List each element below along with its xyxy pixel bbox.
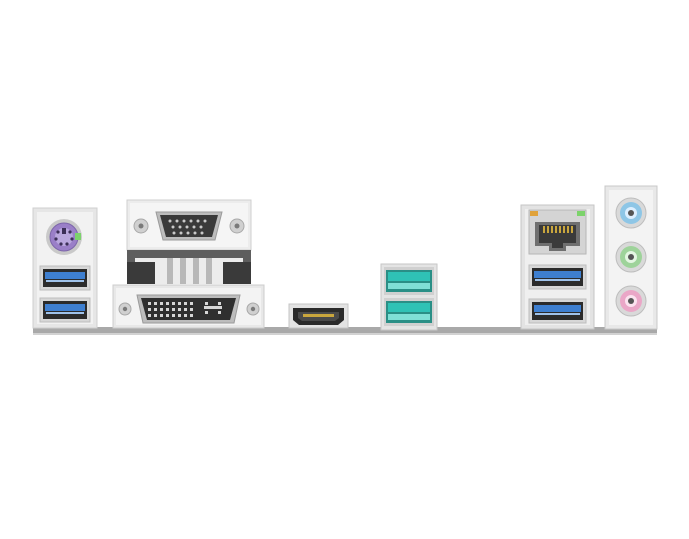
ethernet-port[interactable] [528,209,587,255]
audio-stack [604,185,658,330]
dvi-port[interactable] [112,284,265,329]
usb-port[interactable] [528,264,587,290]
usb-port[interactable] [384,298,434,326]
io-panel-base [33,327,657,333]
vga-connector-body [127,250,251,284]
hdmi-port[interactable] [288,303,349,329]
io-panel-base-shadow [33,333,657,335]
usb-port[interactable] [384,267,434,295]
usb-port[interactable] [528,298,587,324]
ps2-usb-stack [32,207,98,329]
lan-usb-stack [520,204,595,330]
usb-port[interactable] [39,265,91,291]
audio-jack-line-in[interactable] [615,197,647,229]
usb-2-stack [380,263,438,331]
audio-jack-line-out[interactable] [615,241,647,273]
audio-jack-mic[interactable] [615,285,647,317]
ps2-port[interactable] [46,219,82,255]
usb-port[interactable] [39,297,91,323]
vga-port[interactable] [126,199,252,251]
